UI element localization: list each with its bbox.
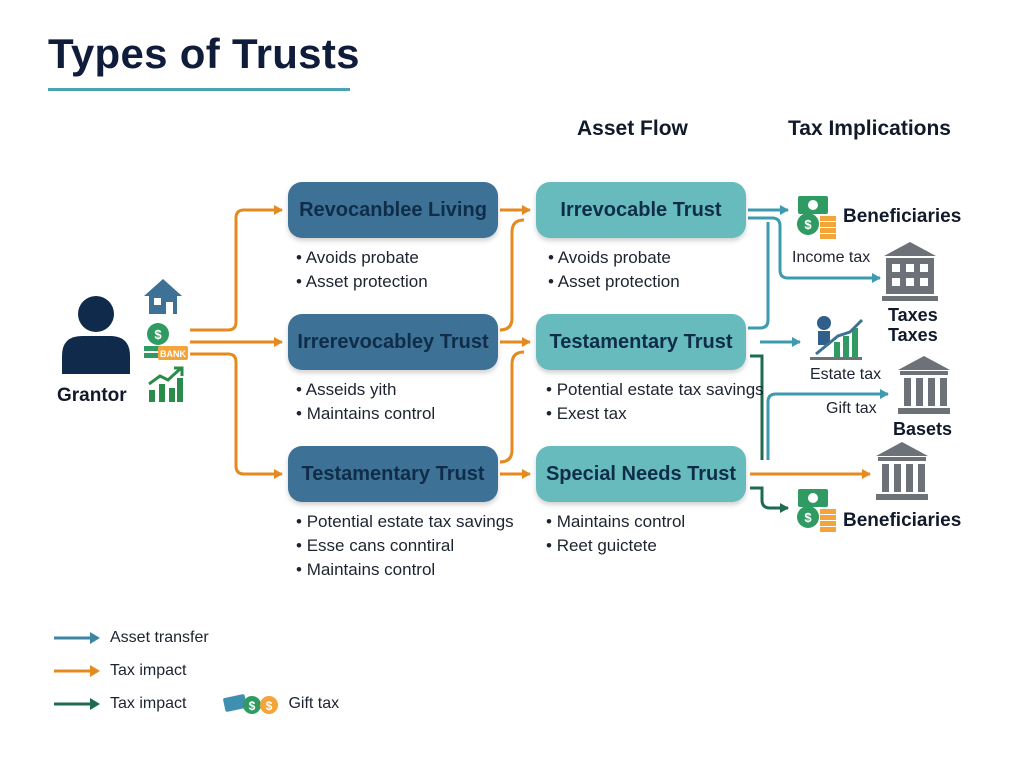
header-asset-flow: Asset Flow: [577, 117, 688, 140]
money-bank-icon: $ BANK: [144, 323, 188, 360]
arrow-to-gift-tax: [766, 389, 889, 460]
legend-label: Tax impact: [110, 695, 187, 712]
bullet-item: Asset protection: [296, 270, 428, 294]
tax-beneficiaries-top: Beneficiaries: [843, 206, 962, 227]
bullet-item: Asseids yith: [296, 378, 435, 402]
tax-basets: Basets: [893, 419, 953, 439]
grantor-label: Grantor: [57, 385, 127, 406]
bullet-item: Esse cans conntiral: [296, 534, 514, 558]
legend-gift-tax-label: Gift tax: [288, 695, 340, 712]
bullet-item: Reet guictete: [546, 534, 685, 558]
tax-beneficiaries-bottom: Beneficiaries: [843, 510, 962, 531]
legend-arrow-blue-icon: [54, 632, 100, 644]
legend-money-icon: $ $: [223, 694, 279, 714]
bullet-item: Maintains control: [546, 510, 686, 534]
trust-box-irrevocable[interactable]: Irrevocable Trust: [536, 182, 746, 238]
arrow-irrevocable-to-income-tax: [748, 216, 881, 283]
trust-box-irrerevocabley[interactable]: Irrerevocabley Trust: [288, 314, 498, 370]
tax-gift-tax: Gift tax: [826, 400, 877, 417]
bullet-item: Exest tax: [546, 402, 764, 426]
tax-taxes-1: Taxes: [888, 305, 938, 325]
link-testamentary-up: [748, 222, 770, 330]
legend-arrow-green-icon: [54, 698, 100, 710]
link-col1-row2-up: [499, 218, 525, 332]
arrow-grantor-to-revocable: [190, 205, 283, 332]
building-icon-1: [882, 242, 938, 301]
tax-taxes-2: Taxes: [888, 325, 938, 345]
bank-text: BANK: [160, 349, 186, 359]
trust-box-label: Irrevocable Trust: [560, 198, 722, 221]
arrow-grantor-to-testamentary: [190, 352, 283, 479]
legend-tax-impact-green: Tax impact $ $ Gift tax: [52, 693, 339, 715]
trust-box-testamentary-2[interactable]: Testamentary Trust: [536, 314, 746, 370]
trust-box-label: Special Needs Trust: [545, 462, 737, 485]
house-icon: [144, 279, 182, 314]
bullet-item: Asset protection: [548, 270, 680, 294]
trust-box-testamentary-1[interactable]: Testamentary Trust: [288, 446, 498, 502]
bullet-item: Maintains control: [296, 558, 514, 582]
legend-label: Tax impact: [110, 662, 187, 679]
bullets-irrevocable: Avoids probate Asset protection: [548, 246, 680, 294]
bullets-revocable-living: Avoids probate Asset protection: [296, 246, 428, 294]
header-tax-implications: Tax Implications: [788, 117, 951, 140]
svg-text:$: $: [154, 327, 162, 342]
bullets-special-needs: Maintains control Reet guictete: [546, 510, 686, 558]
bullet-item: Avoids probate: [548, 246, 680, 270]
svg-text:$: $: [804, 510, 812, 525]
svg-text:$: $: [804, 217, 812, 232]
bullet-item: Avoids probate: [296, 246, 428, 270]
trust-box-revocable-living[interactable]: Revocanblee Living: [288, 182, 498, 238]
grantor-person-icon: [62, 296, 130, 374]
trust-box-label: Testamentary Trust: [549, 330, 733, 353]
growth-chart-icon: [148, 366, 184, 402]
svg-text:$: $: [266, 699, 273, 713]
building-icon-2: [898, 356, 950, 414]
bullets-testamentary-1: Potential estate tax savings Esse cans c…: [296, 510, 514, 582]
page-title: Types of Trusts: [48, 30, 360, 77]
bullet-item: Potential estate tax savings: [296, 510, 514, 534]
bullet-item: Potential estate tax savings: [546, 378, 764, 402]
trust-box-label: Revocanblee Living: [299, 198, 487, 221]
bullet-item: Maintains control: [296, 402, 436, 426]
bullets-irrerevocabley: Asseids yith Maintains control: [296, 378, 435, 426]
title-underline: [48, 88, 350, 91]
legend-tax-impact-orange: Tax impact: [52, 660, 186, 682]
legend-asset-transfer: Asset transfer: [52, 627, 209, 649]
legend-label: Asset transfer: [110, 629, 209, 646]
link-col1-row3-up: [499, 350, 525, 464]
trust-box-special-needs[interactable]: Special Needs Trust: [536, 446, 746, 502]
person-growth-icon: [810, 316, 864, 360]
building-icon-3: [876, 442, 928, 500]
tax-income-tax: Income tax: [792, 249, 871, 266]
money-coins-icon-2: $: [797, 489, 836, 532]
svg-text:$: $: [249, 699, 256, 713]
trust-box-label: Irrerevocabley Trust: [297, 330, 489, 353]
money-coins-icon: $: [797, 196, 836, 239]
arrow-special-needs-to-beneficiaries: [750, 486, 789, 513]
bullets-testamentary-2: Potential estate tax savings Exest tax: [546, 378, 764, 426]
legend-arrow-orange-icon: [54, 665, 100, 677]
tax-estate-tax: Estate tax: [810, 366, 882, 383]
trust-box-label: Testamentary Trust: [301, 462, 485, 485]
